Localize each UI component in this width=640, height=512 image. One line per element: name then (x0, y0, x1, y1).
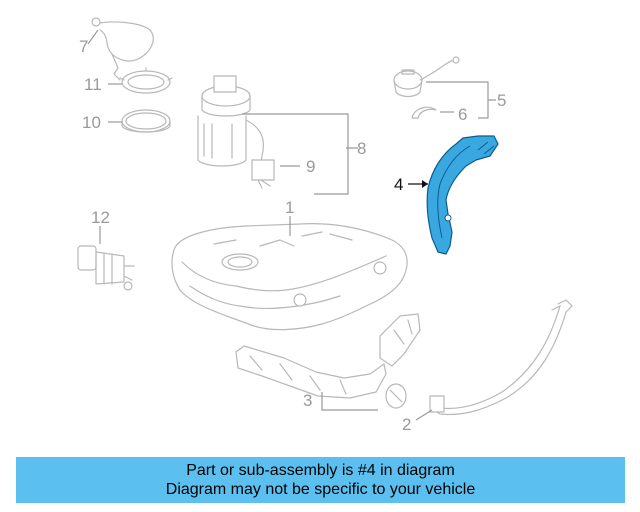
part-4-highlighted (408, 135, 499, 255)
part-8-fuel-pump-module (197, 75, 275, 189)
part-12-valve (77, 226, 135, 291)
callout-3: 3 (303, 391, 312, 410)
bracket-8 (242, 113, 358, 195)
part-11-lock-ring (108, 67, 173, 94)
bracket-5 (426, 81, 496, 119)
callout-7: 7 (79, 37, 88, 56)
part-5-fuel-cap (393, 56, 460, 98)
callout-10: 10 (82, 113, 101, 132)
callout-12: 12 (91, 208, 110, 227)
callout-9: 9 (306, 157, 315, 176)
banner-line-2: Diagram may not be specific to your vehi… (165, 481, 476, 498)
callout-5: 5 (497, 91, 506, 110)
callout-8: 8 (357, 139, 366, 158)
banner-line-1: Part or sub-assembly is #4 in diagram (186, 462, 455, 479)
part-6-clip (411, 106, 454, 119)
part-1-fuel-tank (171, 216, 408, 331)
info-banner: Part or sub-assembly is #4 in diagram Di… (16, 457, 625, 503)
callout-2: 2 (402, 415, 411, 434)
part-3-heat-shields (235, 313, 421, 409)
callout-6: 6 (458, 105, 467, 124)
part-7-sender-wire (87, 17, 154, 81)
bracket-3 (321, 392, 378, 411)
parts-diagram: 7 11 10 8 9 5 (77, 17, 573, 434)
callout-4: 4 (394, 175, 403, 194)
callout-11: 11 (84, 75, 102, 94)
callout-1: 1 (285, 198, 294, 217)
part-10-seal (108, 109, 171, 133)
part-2-strap (415, 299, 573, 421)
